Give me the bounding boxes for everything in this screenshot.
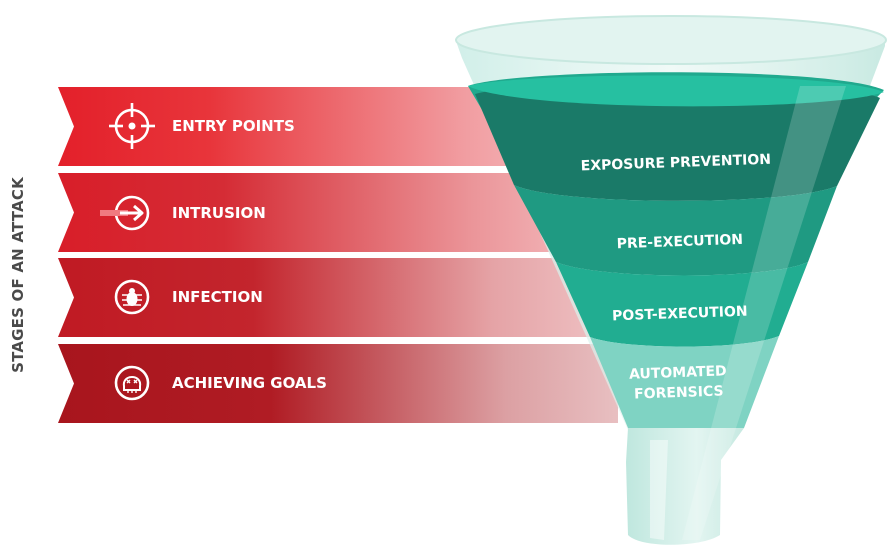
ribbon-shape	[58, 87, 600, 166]
funnel-spout	[626, 428, 744, 545]
funnel-label-automated: AUTOMATED	[629, 363, 727, 382]
funnel-layer-automated-forensics	[590, 336, 779, 437]
stage-ribbon-achieving-goals	[58, 344, 618, 423]
ribbon-shape	[58, 173, 610, 252]
stage-label-achieving-goals: ACHIEVING GOALS	[172, 374, 327, 392]
funnel-glass-highlight	[682, 86, 846, 540]
crosshair-icon	[109, 103, 155, 149]
funnel-layer-pre-execution	[514, 185, 837, 276]
bug-icon	[114, 279, 150, 315]
funnel-label-forensics: FORENSICS	[634, 383, 724, 402]
spout-highlight	[650, 440, 668, 540]
stage-ribbon-infection	[58, 258, 615, 337]
funnel-liquid-surface	[468, 75, 884, 107]
funnel-layer-exposure-prevention	[475, 81, 880, 201]
funnel-layer-post-execution	[556, 262, 808, 347]
arrow-right-icon	[100, 195, 150, 231]
funnel-label-pre-execution: PRE-EXECUTION	[616, 232, 743, 252]
funnel-label-post-execution: POST-EXECUTION	[612, 304, 748, 325]
stage-label-entry-points: ENTRY POINTS	[172, 117, 295, 135]
stage-ribbon-entry-points	[58, 87, 600, 166]
stage-ribbon-intrusion	[58, 173, 610, 252]
funnel	[455, 15, 887, 545]
stage-label-infection: INFECTION	[172, 288, 263, 306]
ribbon-shape	[58, 344, 618, 423]
funnel-rim	[455, 15, 887, 65]
ribbon-shape	[58, 258, 615, 337]
funnel-label-exposure-prevention: EXPOSURE PREVENTION	[580, 152, 771, 175]
stage-label-intrusion: INTRUSION	[172, 204, 266, 222]
skull-icon	[114, 365, 150, 401]
